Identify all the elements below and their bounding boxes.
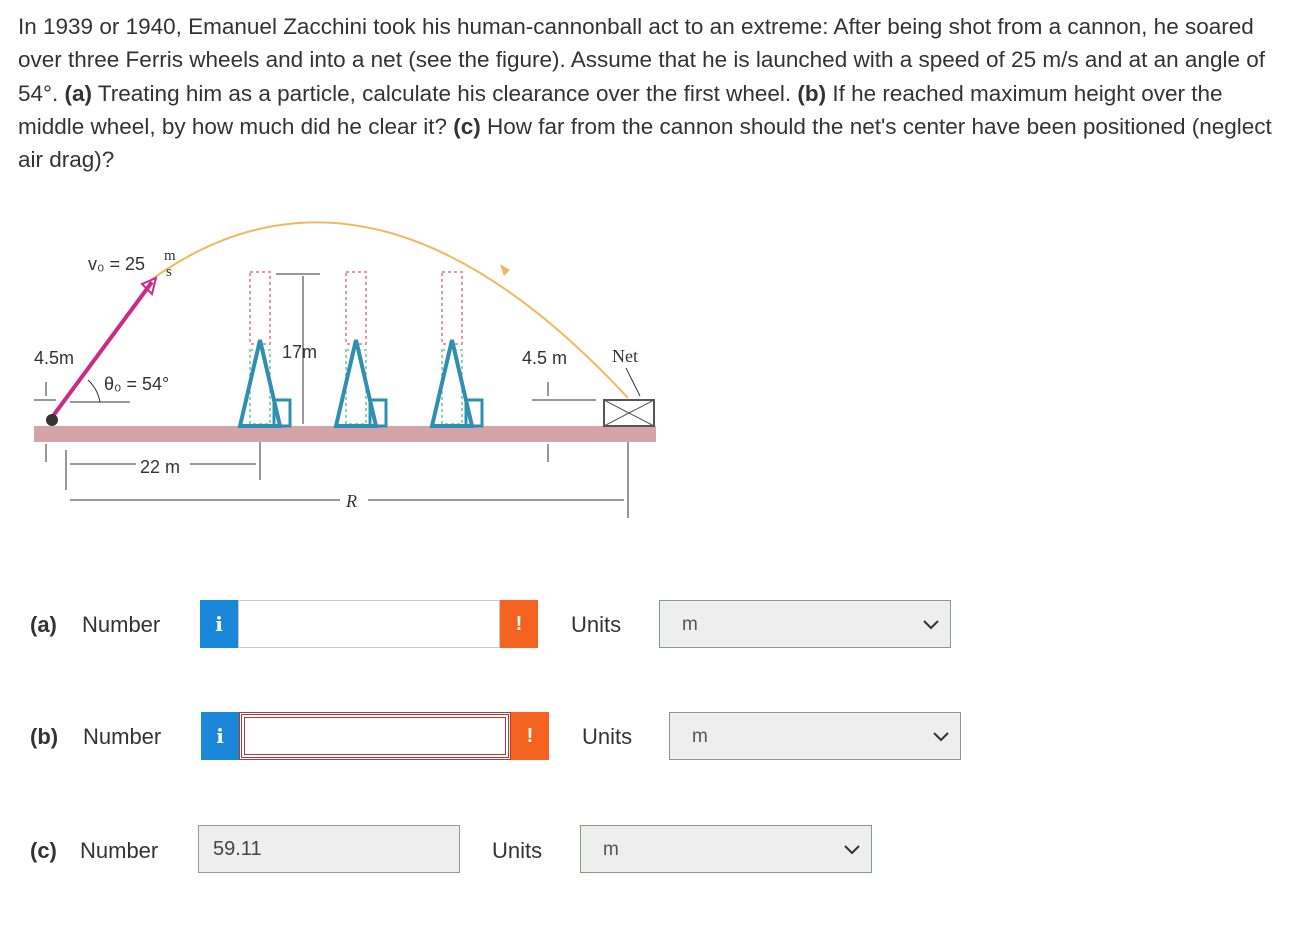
chevron-down-icon — [933, 732, 949, 742]
ferris-wheel-1 — [237, 271, 292, 428]
units-label-c: Units — [492, 838, 543, 863]
number-label-b: Number — [83, 724, 162, 749]
ferris-wheel-2 — [333, 271, 388, 428]
units-label-a: Units — [571, 612, 622, 637]
ground — [34, 426, 656, 442]
part-a-label: (a) — [30, 612, 57, 637]
units-select-c[interactable]: m — [580, 825, 872, 873]
left-height-label: 4.5m — [34, 348, 74, 368]
problem-line-2: over three Ferris wheels and into a net … — [18, 47, 1265, 73]
number-label-c: Number — [80, 838, 159, 863]
v0-label: v₀ = 25 — [88, 254, 145, 274]
problem-line-1: In 1939 or 1940, Emanuel Zacchini took h… — [18, 14, 1254, 39]
ferris-wheel-3 — [429, 271, 484, 428]
net-icon — [603, 367, 655, 427]
v0-unit-num: m — [164, 248, 176, 264]
right-height-label: 4.5 m — [522, 348, 567, 368]
theta-label: θ₀ = 54° — [104, 374, 169, 394]
number-label-a: Number — [82, 612, 161, 637]
part-b-label: (b) — [30, 724, 59, 749]
chevron-down-icon — [923, 620, 939, 630]
v0-unit-den: s — [166, 264, 172, 280]
part-c-label: (c) — [30, 838, 57, 863]
dist-22-label: 22 m — [140, 457, 180, 477]
warning-icon-b[interactable]: ! — [511, 712, 549, 760]
chevron-down-icon — [844, 845, 860, 855]
dist-r-label: R — [345, 491, 357, 511]
problem-statement: In 1939 or 1940, Emanuel Zacchini took h… — [18, 10, 1314, 176]
info-button-b[interactable]: i — [201, 712, 239, 760]
number-input-c[interactable] — [198, 825, 460, 873]
warning-icon-a[interactable]: ! — [500, 600, 538, 648]
problem-line-4: middle wheel, by how much did he clear i… — [18, 113, 1272, 139]
units-label-b: Units — [582, 724, 633, 749]
ferris-wheel-figure: v₀ = 25 m s θ₀ = 54° 4.5m 17m 4.5 m Net … — [0, 190, 680, 550]
units-select-b[interactable]: m — [669, 712, 961, 760]
net-label: Net — [612, 346, 638, 366]
number-input-b[interactable] — [239, 712, 511, 760]
cannon-icon — [48, 280, 154, 422]
number-input-a[interactable] — [238, 600, 500, 648]
trajectory-arc — [147, 221, 629, 399]
wheel-height-label: 17m — [282, 342, 317, 362]
units-select-a[interactable]: m — [659, 600, 951, 648]
problem-line-3: 54°. (a) Treating him as a particle, cal… — [18, 80, 1223, 106]
problem-line-5: air drag)? — [18, 147, 115, 173]
info-button-a[interactable]: i — [200, 600, 238, 648]
